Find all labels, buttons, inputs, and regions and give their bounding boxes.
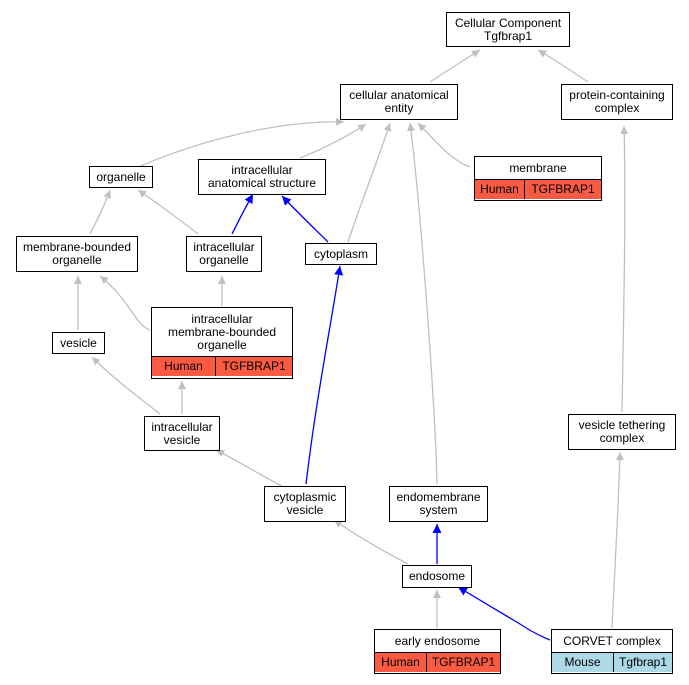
edge-ias-cae — [299, 123, 367, 159]
edge-es-cae — [407, 122, 438, 485]
edge-io-organelle — [137, 189, 199, 235]
edge-imbo-mbo — [99, 275, 151, 331]
node-cytoplasmic-vesicle[interactable]: cytoplasmic vesicle — [264, 486, 346, 522]
edge-organelle-cae — [135, 117, 345, 169]
node-intracellular-organelle[interactable]: intracellular organelle — [186, 236, 262, 272]
node-label: vesicle tethering complex — [578, 418, 666, 445]
node-label: CORVET complex — [563, 633, 661, 648]
edge-mbo-organelle — [89, 189, 112, 235]
node-intracellular-vesicle[interactable]: intracellular vesicle — [144, 416, 220, 451]
edge-cae-root — [429, 49, 481, 83]
edge-cytoplasm-cae — [347, 122, 392, 243]
edge-cv-cytoplasm — [305, 265, 344, 485]
gene-cell: TGFBRAP1 — [215, 357, 292, 376]
node-label: vesicle — [60, 335, 97, 350]
species-cell: Human — [152, 357, 215, 376]
node-membrane[interactable]: membrane Human TGFBRAP1 — [474, 156, 602, 201]
node-label: membrane — [509, 160, 567, 175]
node-intracellular-membrane-bounded-organelle[interactable]: intracellular membrane-bounded organelle… — [151, 307, 293, 379]
node-membrane-bounded-organelle[interactable]: membrane-bounded organelle — [16, 236, 138, 272]
species-cell: Human — [475, 180, 524, 199]
edge-cv-iv — [215, 449, 283, 487]
node-label: endomembrane system — [396, 490, 481, 517]
node-endosome[interactable]: endosome — [402, 565, 472, 588]
node-label: protein-containing complex — [569, 88, 665, 115]
node-label: intracellular organelle — [193, 240, 255, 267]
edge-membrane-cae — [417, 122, 471, 168]
node-vesicle-tethering-complex[interactable]: vesicle tethering complex — [568, 414, 676, 450]
edge-vtc-pcc — [620, 125, 629, 413]
annotation-row: Human TGFBRAP1 — [152, 356, 292, 376]
node-intracellular-anatomical-structure[interactable]: intracellular anatomical structure — [198, 159, 326, 195]
edge-cytoplasm-ias — [281, 195, 329, 243]
node-vesicle[interactable]: vesicle — [52, 332, 105, 354]
node-label: endosome — [408, 569, 466, 583]
node-cellular-component[interactable]: Cellular Component Tgfbrap1 — [446, 12, 570, 47]
node-label: membrane-bounded organelle — [22, 240, 132, 267]
annotation-row: Mouse Tgfbrap1 — [552, 652, 672, 672]
node-label: organelle — [96, 169, 146, 184]
edge-iv-vesicle — [91, 356, 161, 415]
node-corvet-complex[interactable]: CORVET complex Mouse Tgfbrap1 — [551, 629, 673, 674]
node-endomembrane-system[interactable]: endomembrane system — [389, 486, 488, 522]
edge-corvet-vtc — [611, 451, 624, 629]
edge-pcc-root — [537, 49, 589, 83]
node-label: cytoplasmic vesicle — [273, 490, 337, 517]
gene-cell: Tgfbrap1 — [613, 653, 672, 672]
annotation-row: Human TGFBRAP1 — [475, 179, 601, 199]
node-label: intracellular membrane-bounded organelle — [167, 311, 277, 352]
node-cellular-anatomical-entity[interactable]: cellular anatomical entity — [340, 84, 458, 120]
node-label: Cellular Component Tgfbrap1 — [454, 15, 562, 43]
node-early-endosome[interactable]: early endosome Human TGFBRAP1 — [374, 629, 501, 674]
node-organelle[interactable]: organelle — [89, 166, 153, 188]
edge-endosome-cv — [333, 519, 409, 565]
species-cell: Mouse — [552, 653, 613, 672]
gene-cell: TGFBRAP1 — [524, 180, 601, 199]
node-protein-containing-complex[interactable]: protein-containing complex — [561, 84, 673, 120]
node-label: cellular anatomical entity — [349, 88, 449, 115]
node-label: early endosome — [394, 633, 481, 648]
gene-cell: TGFBRAP1 — [426, 653, 500, 672]
edge-corvet-endosome — [457, 586, 551, 641]
annotation-row: Human TGFBRAP1 — [375, 652, 500, 672]
node-label: intracellular vesicle — [151, 419, 213, 447]
species-cell: Human — [375, 653, 426, 672]
node-cytoplasm[interactable]: cytoplasm — [305, 243, 377, 265]
node-label: cytoplasm — [313, 246, 369, 261]
node-label: intracellular anatomical structure — [207, 163, 317, 190]
edge-io-ias — [231, 193, 254, 235]
